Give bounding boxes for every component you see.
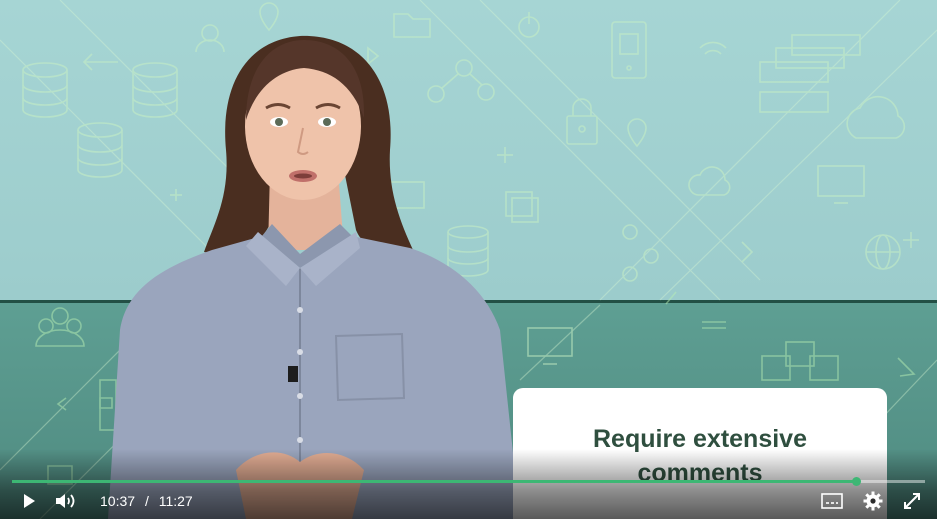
fullscreen-button[interactable] [901, 490, 923, 512]
duration: 11:27 [158, 493, 193, 509]
controls-gradient-overlay [0, 449, 937, 519]
database-icon [22, 62, 68, 118]
play-icon [24, 494, 35, 508]
gear-icon [863, 491, 883, 511]
play-button[interactable] [18, 490, 40, 512]
progress-fill [12, 480, 857, 483]
volume-icon [56, 494, 75, 508]
current-time: 10:37 [100, 493, 136, 509]
closed-captions-icon [821, 493, 843, 509]
video-controls-bar: 10:37 / 11:27 [0, 476, 937, 519]
volume-button[interactable] [52, 490, 78, 512]
progress-handle[interactable] [852, 477, 862, 486]
settings-button[interactable] [862, 490, 884, 512]
time-separator: / [144, 493, 149, 509]
progress-bar[interactable] [12, 477, 925, 486]
caption-line-1: Require extensive [593, 425, 807, 453]
captions-button[interactable] [820, 490, 844, 512]
fullscreen-icon [904, 493, 920, 509]
time-display: 10:37 / 11:27 [100, 493, 193, 509]
